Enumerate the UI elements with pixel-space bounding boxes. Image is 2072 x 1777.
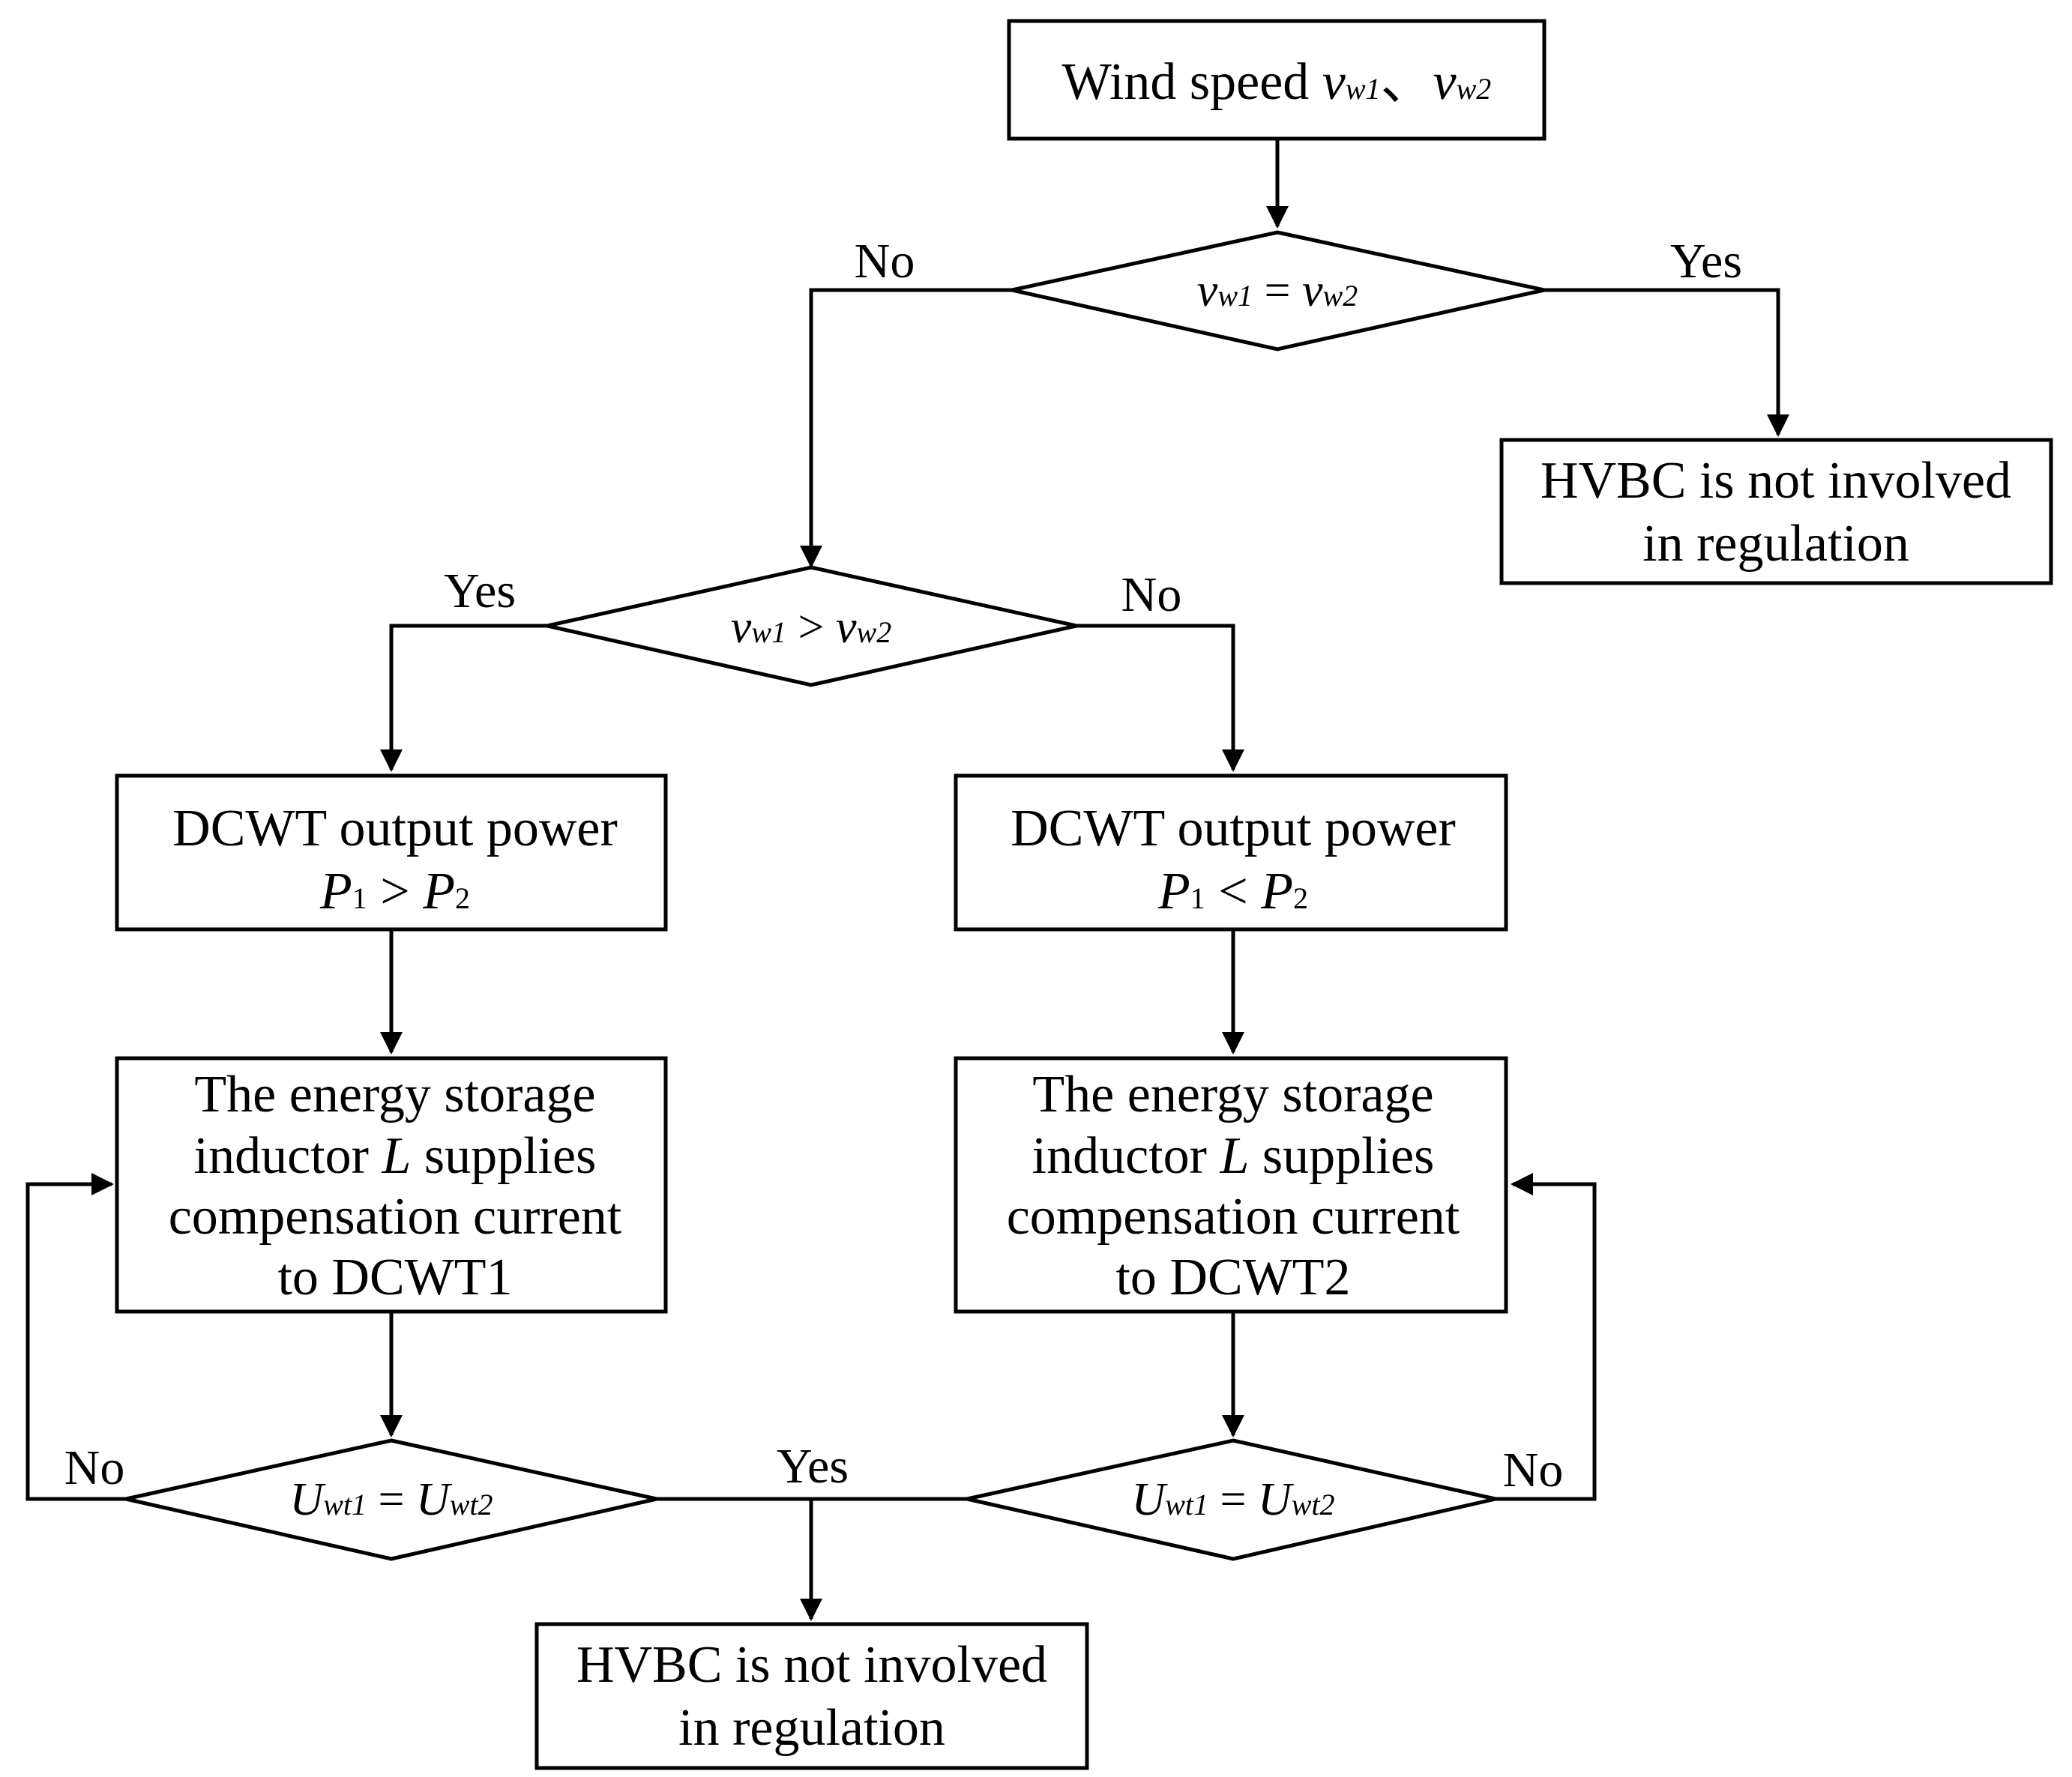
edge-label-greater-no: No bbox=[1121, 567, 1182, 622]
storage-right-line4: to DCWT2 bbox=[1115, 1249, 1350, 1306]
storage-right-line3: compensation current bbox=[1007, 1188, 1460, 1246]
edge-label-voltage-yes: Yes bbox=[777, 1439, 849, 1494]
start-label: Wind speed bbox=[1062, 53, 1322, 111]
storage-left-line3: compensation current bbox=[169, 1188, 622, 1246]
storage-left-line1: The energy storage bbox=[194, 1066, 595, 1123]
result-top-line2: in regulation bbox=[1642, 515, 1909, 573]
edge-label-equal-yes: Yes bbox=[1670, 234, 1742, 289]
storage-box-left: The energy storage inductor L supplies c… bbox=[115, 1056, 668, 1314]
edge-cond-equal-no bbox=[800, 288, 1012, 568]
svg-text:Wind speed vw1、vw2: Wind speed vw1、vw2 bbox=[1062, 53, 1492, 111]
svg-text:Uwt1 = Uwt2: Uwt1 = Uwt2 bbox=[289, 1474, 493, 1525]
edge-cond-greater-yes bbox=[380, 624, 547, 772]
storage-left-line4: to DCWT1 bbox=[277, 1249, 512, 1306]
storage-box-right: The energy storage inductor L supplies c… bbox=[954, 1056, 1508, 1314]
svg-text:vw1 = vw2: vw1 = vw2 bbox=[1197, 265, 1358, 316]
decision-voltage-left: Uwt1 = Uwt2 bbox=[125, 1438, 657, 1561]
result-box-top: HVBC is not involved in regulation bbox=[1499, 438, 2053, 585]
decision-wind-speed-equal: vw1 = vw2 bbox=[1011, 230, 1545, 352]
edge-cond-u-left-no-loop bbox=[25, 1173, 126, 1501]
power-left-line1: DCWT output power bbox=[172, 800, 618, 857]
start-box: Wind speed vw1、vw2 bbox=[1007, 19, 1547, 141]
decision-voltage-right: Uwt1 = Uwt2 bbox=[966, 1438, 1496, 1561]
svg-text:Uwt1 = Uwt2: Uwt1 = Uwt2 bbox=[1131, 1474, 1334, 1525]
result-box-bottom: HVBC is not involved in regulation bbox=[534, 1622, 1089, 1770]
decision-wind-speed-greater: vw1 > vw2 bbox=[546, 565, 1077, 687]
result-bottom-line1: HVBC is not involved bbox=[576, 1636, 1047, 1694]
svg-text:inductor L supplies: inductor L supplies bbox=[194, 1127, 597, 1185]
svg-text:P1 > P2: P1 > P2 bbox=[319, 863, 470, 920]
edge-label-equal-no: No bbox=[855, 234, 915, 289]
edge-label-greater-yes: Yes bbox=[444, 564, 516, 618]
power-box-left: DCWT output power P1 > P2 bbox=[115, 773, 668, 932]
power-right-line1: DCWT output power bbox=[1011, 800, 1456, 857]
edge-label-voltage-right-no: No bbox=[1503, 1443, 1564, 1497]
result-top-line1: HVBC is not involved bbox=[1541, 452, 2011, 510]
edge-cond-greater-no bbox=[1076, 624, 1244, 772]
power-box-right: DCWT output power P1 < P2 bbox=[954, 773, 1508, 932]
storage-right-line1: The energy storage bbox=[1032, 1066, 1433, 1123]
edge-label-voltage-left-no: No bbox=[64, 1440, 125, 1495]
edge-cond-equal-yes bbox=[1544, 288, 1789, 437]
svg-text:P1 < P2: P1 < P2 bbox=[1157, 863, 1308, 920]
svg-text:vw1 > vw2: vw1 > vw2 bbox=[731, 602, 891, 653]
result-bottom-line2: in regulation bbox=[678, 1699, 945, 1757]
svg-text:inductor L supplies: inductor L supplies bbox=[1032, 1127, 1435, 1185]
edge-cond-u-right-no-loop bbox=[1496, 1173, 1597, 1501]
